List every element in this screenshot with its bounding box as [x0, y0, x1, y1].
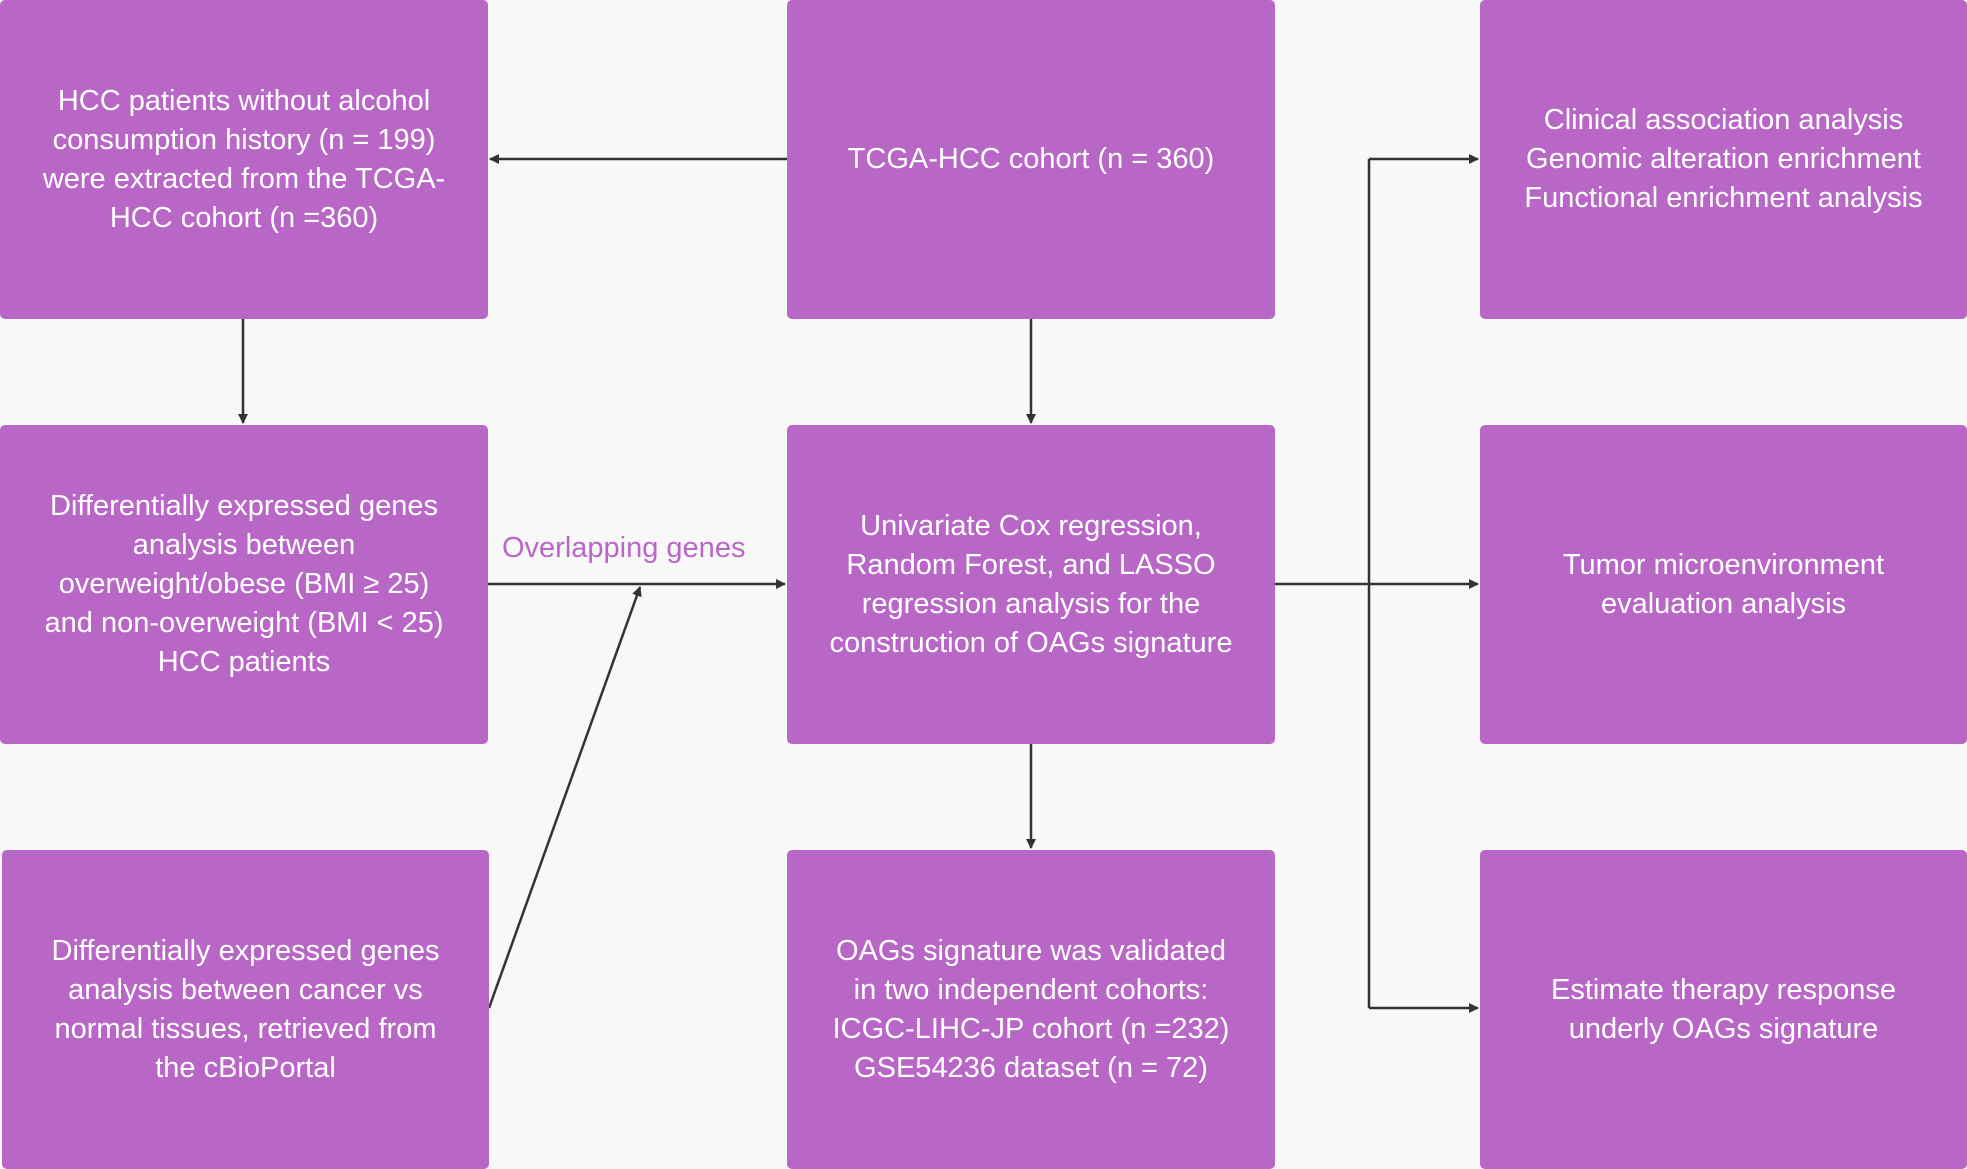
box-text-line: Differentially expressed genes [50, 490, 438, 522]
box-text-line: OAGs signature was validated [835, 934, 1227, 967]
box-signature-construction: Univariate Cox regression, Random Forest,… [787, 425, 1275, 744]
box-text-line: GSE54236 dataset (n = 72) [854, 1051, 1208, 1084]
box-text-line: Clinical association analysis [1543, 104, 1904, 136]
box-therapy-response: Estimate therapy response underly OAGs si… [1480, 850, 1967, 1169]
box-deg-bmi: Differentially expressed genes analysis b… [0, 425, 488, 744]
box-text-line: and non-overweight (BMI < 25) [44, 607, 444, 639]
box-text-line: Genomic alteration enrichment [1526, 143, 1921, 175]
box-text-line: Univariate Cox regression, [860, 509, 1202, 542]
box-text-line: normal tissues, retrieved from [54, 1012, 437, 1045]
box-text-line: ICGC-LIHC-JP cohort (n =232) [832, 1012, 1230, 1045]
arrow-deg-cancer-normal-to-overlap [487, 586, 642, 1009]
box-text-line: HCC patients without alcohol [57, 84, 431, 117]
overlapping-genes-label: Overlapping genes [502, 532, 746, 564]
box-alcohol-filter: HCC patients without alcohol consumption … [0, 0, 488, 319]
box-text-line: Differentially expressed genes [51, 934, 440, 967]
box-deg-cancer-normal: Differentially expressed genes analysis b… [2, 850, 489, 1169]
box-text-line: evaluation analysis [1600, 587, 1847, 620]
box-tcga-cohort: TCGA-HCC cohort (n = 360) [787, 0, 1275, 319]
box-text-line: Tumor microenvironment [1562, 548, 1885, 581]
box-text-line: in two independent cohorts: [853, 973, 1209, 1006]
box-validation: OAGs signature was validated in two indep… [787, 850, 1275, 1169]
box-text-line: analysis between [132, 529, 356, 561]
box-text-line: construction of OAGs signature [829, 626, 1233, 659]
box-text-line: HCC cohort (n =360) [109, 201, 379, 234]
box-text-line: the cBioPortal [155, 1051, 336, 1084]
box-text-line: Random Forest, and LASSO [846, 548, 1216, 581]
box-text-line: regression analysis for the [861, 587, 1201, 620]
box-tumor-microenvironment: Tumor microenvironment evaluation analysi… [1480, 425, 1967, 744]
box-text-line: HCC patients [157, 646, 331, 678]
box-text-line: consumption history (n = 199) [52, 123, 436, 156]
box-text-line: Estimate therapy response [1551, 973, 1896, 1006]
box-text-line: analysis between cancer vs [68, 973, 423, 1006]
box-text-line: TCGA-HCC cohort (n = 360) [847, 143, 1215, 175]
box-text-line: were extracted from the TCGA- [42, 162, 446, 195]
box-text-line: overweight/obese (BMI ≥ 25) [58, 568, 430, 600]
box-text-line: Functional enrichment analysis [1524, 182, 1923, 214]
box-text-line: underly OAGs signature [1568, 1012, 1879, 1045]
